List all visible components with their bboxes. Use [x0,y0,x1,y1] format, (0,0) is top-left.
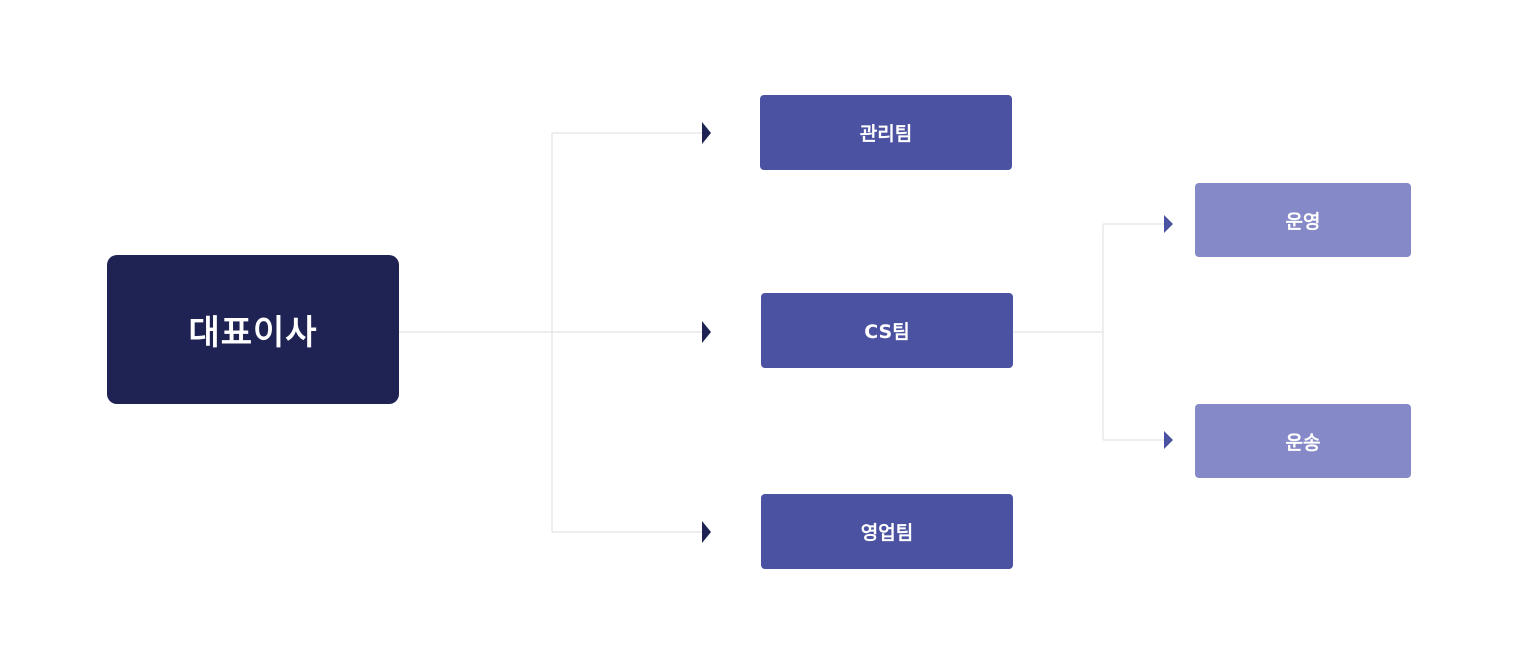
team-node-cs: CS팀 [761,293,1013,368]
subteam-label-ship: 운송 [1286,428,1321,455]
arrow-to-mgmt-icon [702,122,711,144]
team-label-mgmt: 관리팀 [860,119,912,146]
team-node-mgmt: 관리팀 [760,95,1012,170]
arrow-to-sales-icon [702,521,711,543]
team-label-sales: 영업팀 [861,518,913,545]
ceo-node: 대표이사 [107,255,399,404]
subteam-label-ops: 운영 [1286,207,1321,234]
arrow-to-ops-icon [1164,215,1173,233]
arrow-to-ship-icon [1164,431,1173,449]
subteam-node-ops: 운영 [1195,183,1411,257]
team-label-cs: CS팀 [864,317,909,344]
arrow-to-cs-icon [702,321,711,343]
subteam-node-ship: 운송 [1195,404,1411,478]
ceo-label: 대표이사 [188,305,317,354]
team-node-sales: 영업팀 [761,494,1013,569]
